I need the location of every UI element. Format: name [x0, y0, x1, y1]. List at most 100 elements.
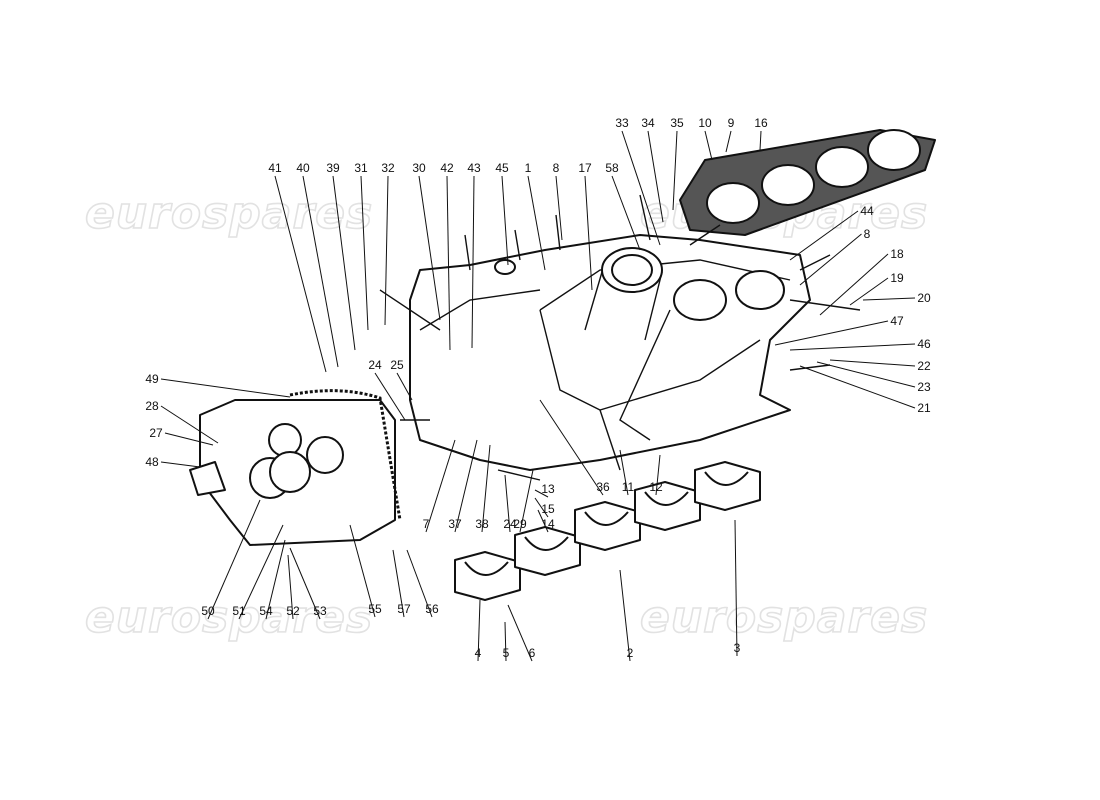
- callout-57: 57: [392, 549, 411, 618]
- callout-label: 28: [145, 399, 159, 413]
- cylinder-liners: [494, 247, 785, 341]
- callout-label: 13: [541, 482, 555, 496]
- leader-line: [619, 569, 631, 662]
- leader-line: [392, 549, 405, 618]
- callout-38: 38: [475, 444, 491, 533]
- callout-28: 28: [145, 399, 219, 444]
- callout-label: 15: [541, 502, 555, 516]
- head-gasket: [679, 129, 936, 236]
- leader-line: [160, 378, 291, 398]
- callout-40: 40: [296, 161, 339, 368]
- callout-label: 47: [890, 314, 904, 328]
- callout-label: 16: [754, 116, 768, 130]
- callout-42: 42: [440, 161, 454, 351]
- bearing-cap: [634, 481, 701, 531]
- callout-16: 16: [754, 116, 768, 151]
- leader-line: [619, 449, 629, 496]
- leader-line: [774, 320, 889, 346]
- callout-label: 44: [860, 204, 874, 218]
- callout-7: 7: [423, 439, 456, 533]
- callout-1: 1: [525, 161, 546, 271]
- callout-31: 31: [354, 161, 369, 331]
- callout-14: 14: [537, 509, 555, 533]
- callout-label: 55: [368, 602, 382, 616]
- callout-9: 9: [725, 116, 735, 153]
- callout-25: 25: [390, 358, 413, 401]
- leader-line: [238, 524, 284, 620]
- leader-line: [519, 469, 534, 533]
- callout-label: 11: [622, 480, 635, 494]
- leader-line: [734, 519, 738, 657]
- leader-line: [819, 253, 889, 316]
- leader-line: [160, 405, 219, 444]
- leader-line: [418, 175, 441, 321]
- leader-line: [759, 130, 762, 151]
- callout-46: 46: [789, 337, 931, 351]
- callout-label: 32: [381, 161, 395, 175]
- callout-label: 49: [145, 372, 159, 386]
- leader-line: [287, 554, 294, 620]
- callout-2: 2: [619, 569, 634, 662]
- callout-41: 41: [268, 161, 327, 373]
- callout-label: 8: [553, 161, 560, 175]
- callout-label: 57: [397, 602, 411, 616]
- leader-line: [704, 130, 713, 161]
- callout-label: 1: [525, 161, 532, 175]
- callout-label: 58: [605, 161, 619, 175]
- leader-line: [396, 372, 413, 401]
- callout-label: 4: [475, 646, 482, 660]
- leader-line: [799, 233, 862, 286]
- callout-label: 19: [890, 271, 904, 285]
- callout-8: 8: [553, 161, 563, 241]
- leader-line: [332, 175, 356, 351]
- leader-line: [621, 130, 661, 246]
- callout-label: 56: [425, 602, 439, 616]
- leader-line: [425, 439, 456, 533]
- watermark-logo: eurospares: [85, 188, 373, 239]
- callout-label: 3: [734, 641, 741, 655]
- callout-label: 9: [728, 116, 735, 130]
- callout-label: 34: [641, 116, 655, 130]
- leader-line: [384, 175, 389, 326]
- callout-label: 23: [917, 380, 931, 394]
- leader-line: [504, 474, 511, 533]
- bearing-cap: [454, 551, 521, 601]
- callout-label: 39: [326, 161, 340, 175]
- leader-line: [349, 524, 376, 618]
- callout-8: 8: [799, 227, 871, 286]
- callout-4: 4: [475, 599, 482, 662]
- leader-line: [534, 489, 549, 498]
- callout-label: 33: [615, 116, 629, 130]
- leader-line: [374, 372, 406, 421]
- leader-line: [799, 365, 916, 409]
- callout-12: 12: [649, 454, 663, 496]
- callout-52: 52: [286, 554, 300, 620]
- callout-label: 38: [475, 517, 489, 531]
- callout-55: 55: [349, 524, 382, 618]
- leader-line: [527, 175, 546, 271]
- callout-37: 37: [448, 439, 478, 533]
- leader-line: [265, 539, 286, 620]
- leader-line: [725, 130, 732, 153]
- callout-35: 35: [670, 116, 684, 211]
- callout-3: 3: [734, 519, 741, 657]
- leader-line: [360, 175, 369, 331]
- callout-34: 34: [641, 116, 664, 223]
- callout-label: 40: [296, 161, 310, 175]
- callout-label: 43: [467, 161, 481, 175]
- callout-49: 49: [145, 372, 291, 398]
- callout-label: 52: [286, 604, 300, 618]
- callout-label: 17: [578, 161, 592, 175]
- callout-44: 44: [789, 204, 874, 261]
- leader-line: [829, 359, 916, 367]
- callout-21: 21: [799, 365, 931, 415]
- callout-label: 50: [201, 604, 215, 618]
- bearing-cap: [514, 526, 581, 576]
- callout-53: 53: [289, 547, 327, 620]
- callout-label: 51: [232, 604, 246, 618]
- callout-label: 29: [513, 517, 527, 531]
- callout-label: 25: [390, 358, 404, 372]
- callout-24: 24: [368, 358, 406, 421]
